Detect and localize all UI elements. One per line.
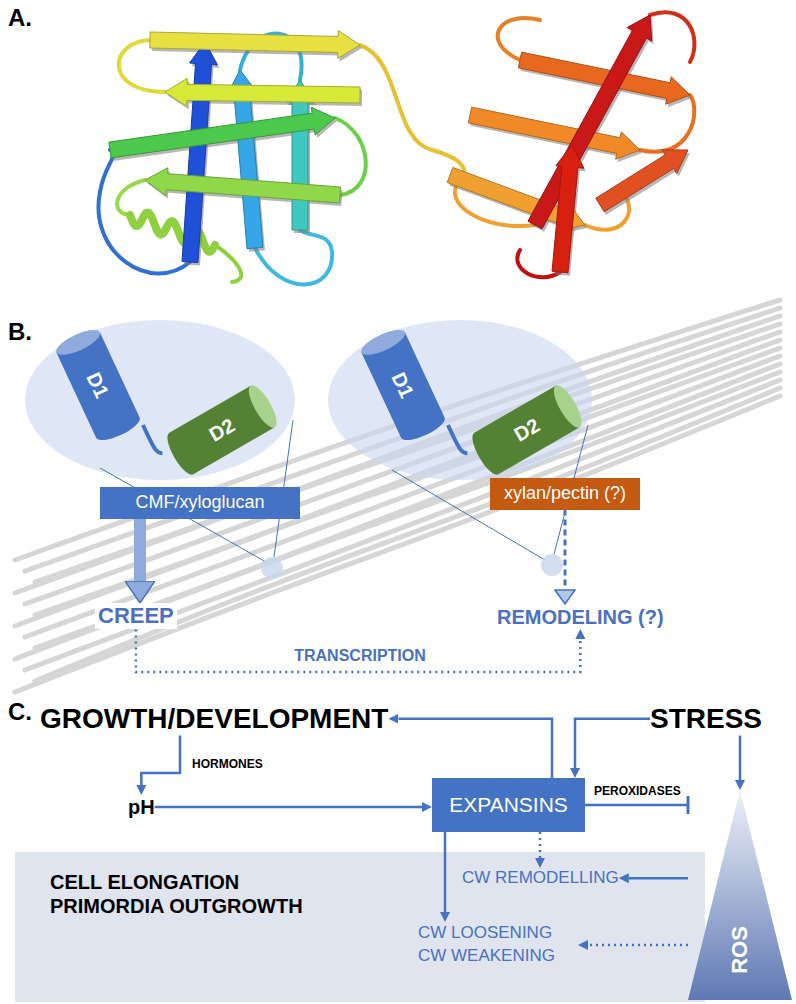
- process-label: CREEP: [95, 603, 177, 629]
- beta-strand: [182, 42, 217, 263]
- node-text: xylan/pectin (?): [502, 483, 628, 505]
- ligand-box: CMF/xyloglucan: [100, 487, 300, 519]
- ribbon-loop: [360, 45, 464, 180]
- connector-arrow: [585, 804, 688, 807]
- ligand-box: xylan/pectin (?): [490, 478, 640, 510]
- domain-cylinder: D2: [162, 382, 281, 479]
- ribbon-loop: [335, 118, 366, 195]
- connector-arrow: [155, 806, 422, 809]
- beta-strand: [528, 15, 652, 229]
- process-box: EXPANSINS: [432, 778, 585, 832]
- connector-arrow: [444, 832, 447, 912]
- ribbon-loop: [255, 230, 332, 285]
- connector-arrow: [564, 510, 567, 589]
- ribbon-loop: [498, 18, 540, 60]
- domain-cylinder: D1: [358, 325, 448, 445]
- connector-arrow: [575, 719, 650, 768]
- node-text: CREEP: [98, 603, 174, 629]
- outcome-band-ground: [15, 852, 705, 1002]
- connector-arrow: [629, 877, 688, 880]
- ribbon-loop: [215, 245, 241, 282]
- node-text: CW REMODELLING: [462, 868, 619, 888]
- beta-strand: [145, 168, 341, 203]
- beta-strand: [596, 150, 688, 212]
- cylinder-cap: [358, 325, 408, 360]
- process-label: REMODELING (?): [494, 605, 667, 629]
- beta-strand: [552, 145, 584, 273]
- connector-arrow: [398, 719, 552, 778]
- connector-arrow: [136, 629, 580, 672]
- connector-arrow: [739, 736, 742, 780]
- beta-strand: [150, 30, 360, 58]
- connector-arrow: [141, 736, 180, 785]
- effect-label: CW LOOSENING CW WEAKENING: [418, 922, 578, 968]
- ros-triangle: [688, 790, 792, 1000]
- node-text: EXPANSINS: [449, 792, 568, 817]
- protein-ribbon: [98, 12, 694, 284]
- outcome-band: CELL ELONGATION PRIMORDIA OUTGROWTH CW RE…: [15, 852, 705, 1002]
- node-text: pH: [128, 795, 155, 819]
- node-text: ROS: [727, 926, 753, 974]
- edge-label: PEROXIDASES: [594, 784, 681, 798]
- ribbon-loop: [117, 180, 145, 215]
- node-text: CMF/xyloglucan: [112, 492, 288, 514]
- effect-label: CW REMODELLING: [462, 868, 619, 888]
- connector-arrow: [539, 832, 542, 858]
- beta-strand: [109, 107, 335, 158]
- panel-letter: C.: [8, 698, 32, 727]
- connector-arrow: [134, 519, 146, 581]
- heading-label: GROWTH/DEVELOPMENT: [40, 702, 388, 736]
- node-text: CW LOOSENING CW WEAKENING: [418, 922, 578, 968]
- cylinder-cap: [549, 382, 587, 432]
- connector-arrow: [448, 425, 467, 453]
- node-text: CELL ELONGATION PRIMORDIA OUTGROWTH: [50, 870, 330, 918]
- domain-cylinder: D1: [53, 325, 143, 445]
- panel-letter: B.: [8, 318, 32, 347]
- node-text: STRESS: [650, 702, 762, 736]
- beta-strand: [165, 78, 360, 106]
- node-text: REMODELING (?): [497, 605, 664, 629]
- factor-label: pH: [128, 795, 155, 819]
- connector-arrow: [588, 944, 688, 947]
- domain-cylinder: D2: [467, 382, 586, 479]
- beta-strand: [468, 107, 640, 159]
- cylinder-cap: [53, 325, 103, 360]
- edge-label: TRANSCRIPTION: [290, 646, 430, 665]
- edge-label: HORMONES: [192, 757, 263, 771]
- binding-site-dot: [261, 557, 283, 579]
- cellulose-fibers: [15, 300, 780, 692]
- cellulose-fiber: [15, 300, 780, 560]
- binding-site-dot: [541, 554, 563, 576]
- panel-letter: A.: [8, 4, 32, 33]
- ros-gradient-triangle: ROS: [688, 790, 792, 1000]
- connector-arrow: [143, 425, 162, 453]
- node-text: GROWTH/DEVELOPMENT: [40, 702, 388, 736]
- heading-label: STRESS: [650, 702, 762, 736]
- expansin-ellipse: [25, 320, 295, 480]
- ribbon-loop: [650, 12, 694, 62]
- cylinder-cap: [244, 382, 282, 432]
- expansin-ellipse: [328, 320, 592, 480]
